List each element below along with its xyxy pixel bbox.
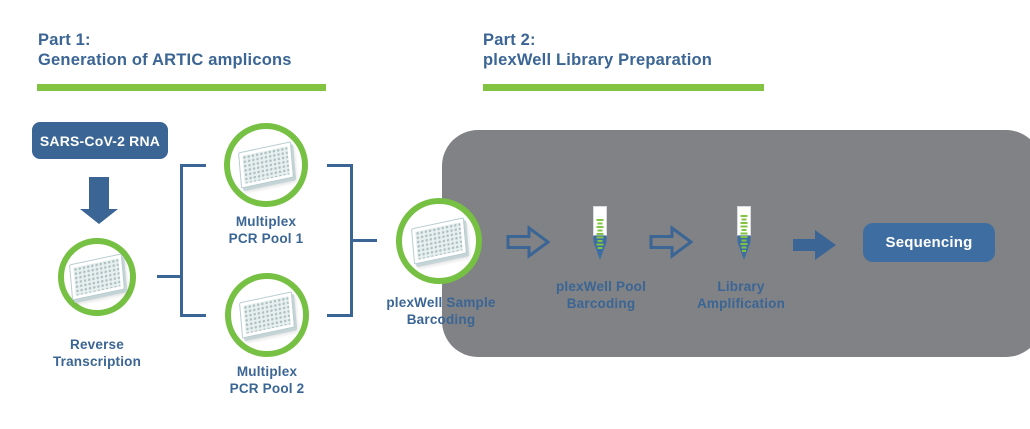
node-reverse-transcription xyxy=(58,238,136,316)
96-well-microplate-icon xyxy=(239,291,295,339)
part2-heading-line1: Part 2: xyxy=(483,31,536,49)
96-well-microplate-icon xyxy=(238,141,294,189)
sars-cov-2-rna-label: SARS-CoV-2 RNA xyxy=(39,132,161,149)
part2-underline xyxy=(483,84,764,91)
96-well-microplate-icon xyxy=(411,217,467,265)
sample-tube-icon xyxy=(737,206,751,260)
node-multiplex-pcr-pool-1 xyxy=(224,123,308,207)
part1-heading-line1: Part 1: xyxy=(38,31,91,49)
sample-barcoding-line2: Barcoding xyxy=(406,312,476,327)
connector-left-bottom-stub xyxy=(183,314,206,317)
connector-right-top-stub xyxy=(327,164,350,167)
library-amplification-label: Library Amplification xyxy=(656,278,826,312)
arrow-right-solid-icon xyxy=(793,230,836,260)
reverse-transcription-line1: Reverse xyxy=(70,337,124,352)
arrow-down-icon xyxy=(80,177,118,224)
node-multiplex-pcr-pool-2 xyxy=(225,273,309,357)
pool-barcoding-line1: plexWell Pool xyxy=(555,279,647,294)
library-amplification-line2: Amplification xyxy=(696,296,786,311)
pcr-pool1-line1: Multiplex xyxy=(235,214,297,229)
connector-right-bottom-stub xyxy=(327,314,350,317)
sequencing-box: Sequencing xyxy=(863,223,995,262)
plexwell-pool-barcoding-label: plexWell Pool Barcoding xyxy=(516,278,686,312)
part1-heading-line2: Generation of ARTIC amplicons xyxy=(38,51,292,69)
pcr-pool1-line2: PCR Pool 1 xyxy=(228,231,304,246)
sample-barcoding-line1: plexWell Sample xyxy=(386,295,496,310)
connector-left-top-stub xyxy=(183,164,206,167)
connector-left-bracket xyxy=(180,164,183,317)
arrow-right-outline-icon xyxy=(649,225,693,259)
sars-cov-2-rna-box: SARS-CoV-2 RNA xyxy=(32,122,168,159)
multiplex-pcr-pool-1-label: Multiplex PCR Pool 1 xyxy=(181,213,351,247)
pcr-pool2-line2: PCR Pool 2 xyxy=(229,381,305,396)
reverse-transcription-label: Reverse Transcription xyxy=(12,336,182,370)
part2-heading: Part 2: plexWell Library Preparation xyxy=(483,30,712,70)
multiplex-pcr-pool-2-label: Multiplex PCR Pool 2 xyxy=(182,363,352,397)
pcr-pool2-line1: Multiplex xyxy=(236,364,298,379)
sequencing-label: Sequencing xyxy=(885,234,973,251)
connector-rt-stub xyxy=(157,275,182,278)
connector-right-mid-stub xyxy=(353,239,377,242)
part1-underline xyxy=(37,84,326,91)
plexwell-sample-barcoding-label: plexWell Sample Barcoding xyxy=(356,294,526,328)
arrow-right-outline-icon xyxy=(506,225,550,259)
connector-right-bracket xyxy=(350,164,353,317)
library-amplification-line1: Library xyxy=(717,279,765,294)
pool-barcoding-line2: Barcoding xyxy=(566,296,636,311)
node-plexwell-sample-barcoding xyxy=(396,198,482,284)
part1-heading: Part 1: Generation of ARTIC amplicons xyxy=(38,30,292,70)
sample-tube-icon xyxy=(593,206,607,260)
96-well-microplate-icon xyxy=(69,253,125,301)
part2-heading-line2: plexWell Library Preparation xyxy=(483,51,713,69)
reverse-transcription-line2: Transcription xyxy=(52,354,142,369)
